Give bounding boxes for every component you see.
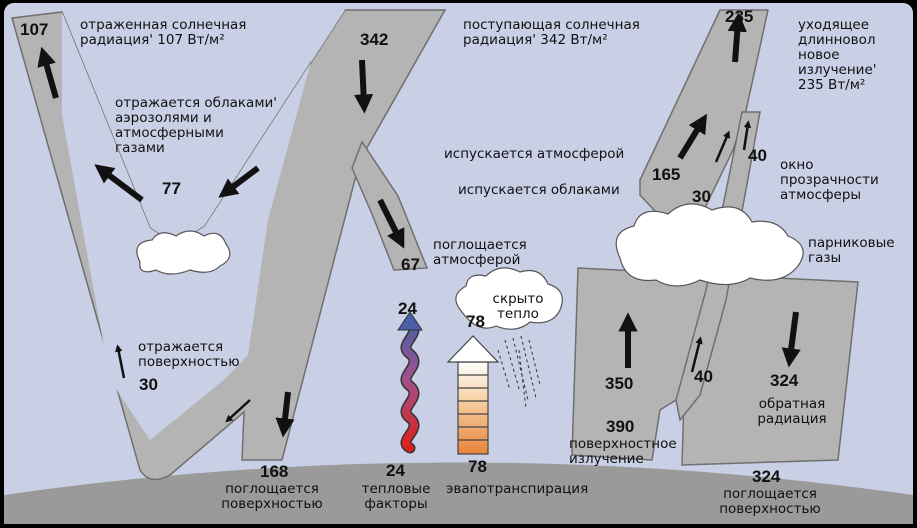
label-reflected-solar: отраженная солнечная радиация' 107 Вт/м² xyxy=(80,17,247,48)
value-evapotranspiration: 78 xyxy=(468,457,487,476)
label-absorbed-by-surface-right: поглощается поверхностью xyxy=(719,486,821,517)
cloud-icon xyxy=(136,230,231,275)
reflected-band-inner-gap xyxy=(62,10,345,440)
label-greenhouse-gases: парниковые газы xyxy=(808,235,895,266)
cloud-icon xyxy=(615,203,804,287)
label-reflected-by-surface: отражается поверхностью xyxy=(138,339,240,370)
label-emitted-by-clouds: испускается облаками xyxy=(458,182,620,198)
value-incoming: 342 xyxy=(360,30,389,49)
value-surface-radiation: 390 xyxy=(606,417,635,436)
label-back-radiation: обратная радиация xyxy=(757,396,827,427)
value-latent-heat: 78 xyxy=(466,312,485,331)
label-absorbed-by-atmosphere: поглощается атмосферой xyxy=(433,237,527,268)
label-thermals: тепловые факторы xyxy=(361,481,431,512)
wavy-heat-arrow-icon xyxy=(397,311,423,454)
label-incoming-solar: поступающая солнечная радиация' 342 Вт/м… xyxy=(463,17,640,48)
label-outgoing-longwave: уходящее длинновол новое излучение' 235 … xyxy=(798,17,877,93)
label-atmospheric-window: окно прозрачности атмосферы xyxy=(780,157,879,203)
value-emitted-atmosphere: 165 xyxy=(652,165,681,184)
earth-surface xyxy=(4,462,913,524)
label-evapotranspiration: эвапотранспирация xyxy=(446,481,589,497)
value-thermals-top: 24 xyxy=(398,299,417,318)
value-reflected-clouds: 77 xyxy=(162,179,181,198)
label-latent-heat: скрыто тепло xyxy=(492,291,544,322)
value-outgoing: 235 xyxy=(725,7,754,26)
label-surface-radiation: поверхностное излучение xyxy=(569,436,677,467)
value-reflected-total: 107 xyxy=(20,20,49,39)
value-absorbed-atmosphere: 67 xyxy=(401,255,420,274)
value-absorbed-surface: 168 xyxy=(260,462,289,481)
rain-icon xyxy=(497,335,541,409)
value-thermals-bottom: 24 xyxy=(386,461,405,480)
label-emitted-by-atmosphere: испускается атмосферой xyxy=(444,146,625,162)
value-emitted-clouds: 30 xyxy=(692,187,711,206)
value-window-top: 40 xyxy=(748,146,767,165)
value-reflected-surface: 30 xyxy=(139,375,158,394)
evaporation-arrow-icon xyxy=(446,335,500,455)
cloud-icon xyxy=(455,267,563,330)
value-window-bottom: 40 xyxy=(694,367,713,386)
arrow-icon xyxy=(37,12,801,438)
value-absorbed-surface-right: 324 xyxy=(752,467,781,486)
value-back-radiation: 324 xyxy=(770,371,799,390)
value-surface-emission: 350 xyxy=(605,374,634,393)
label-absorbed-by-surface-left: поглощается поверхностью xyxy=(221,481,323,512)
arrow-icon xyxy=(115,120,752,423)
absorbed-atmosphere-branch xyxy=(351,140,429,271)
label-reflected-by-clouds: отражается облаками' аэрозолями и атмосф… xyxy=(115,95,277,156)
